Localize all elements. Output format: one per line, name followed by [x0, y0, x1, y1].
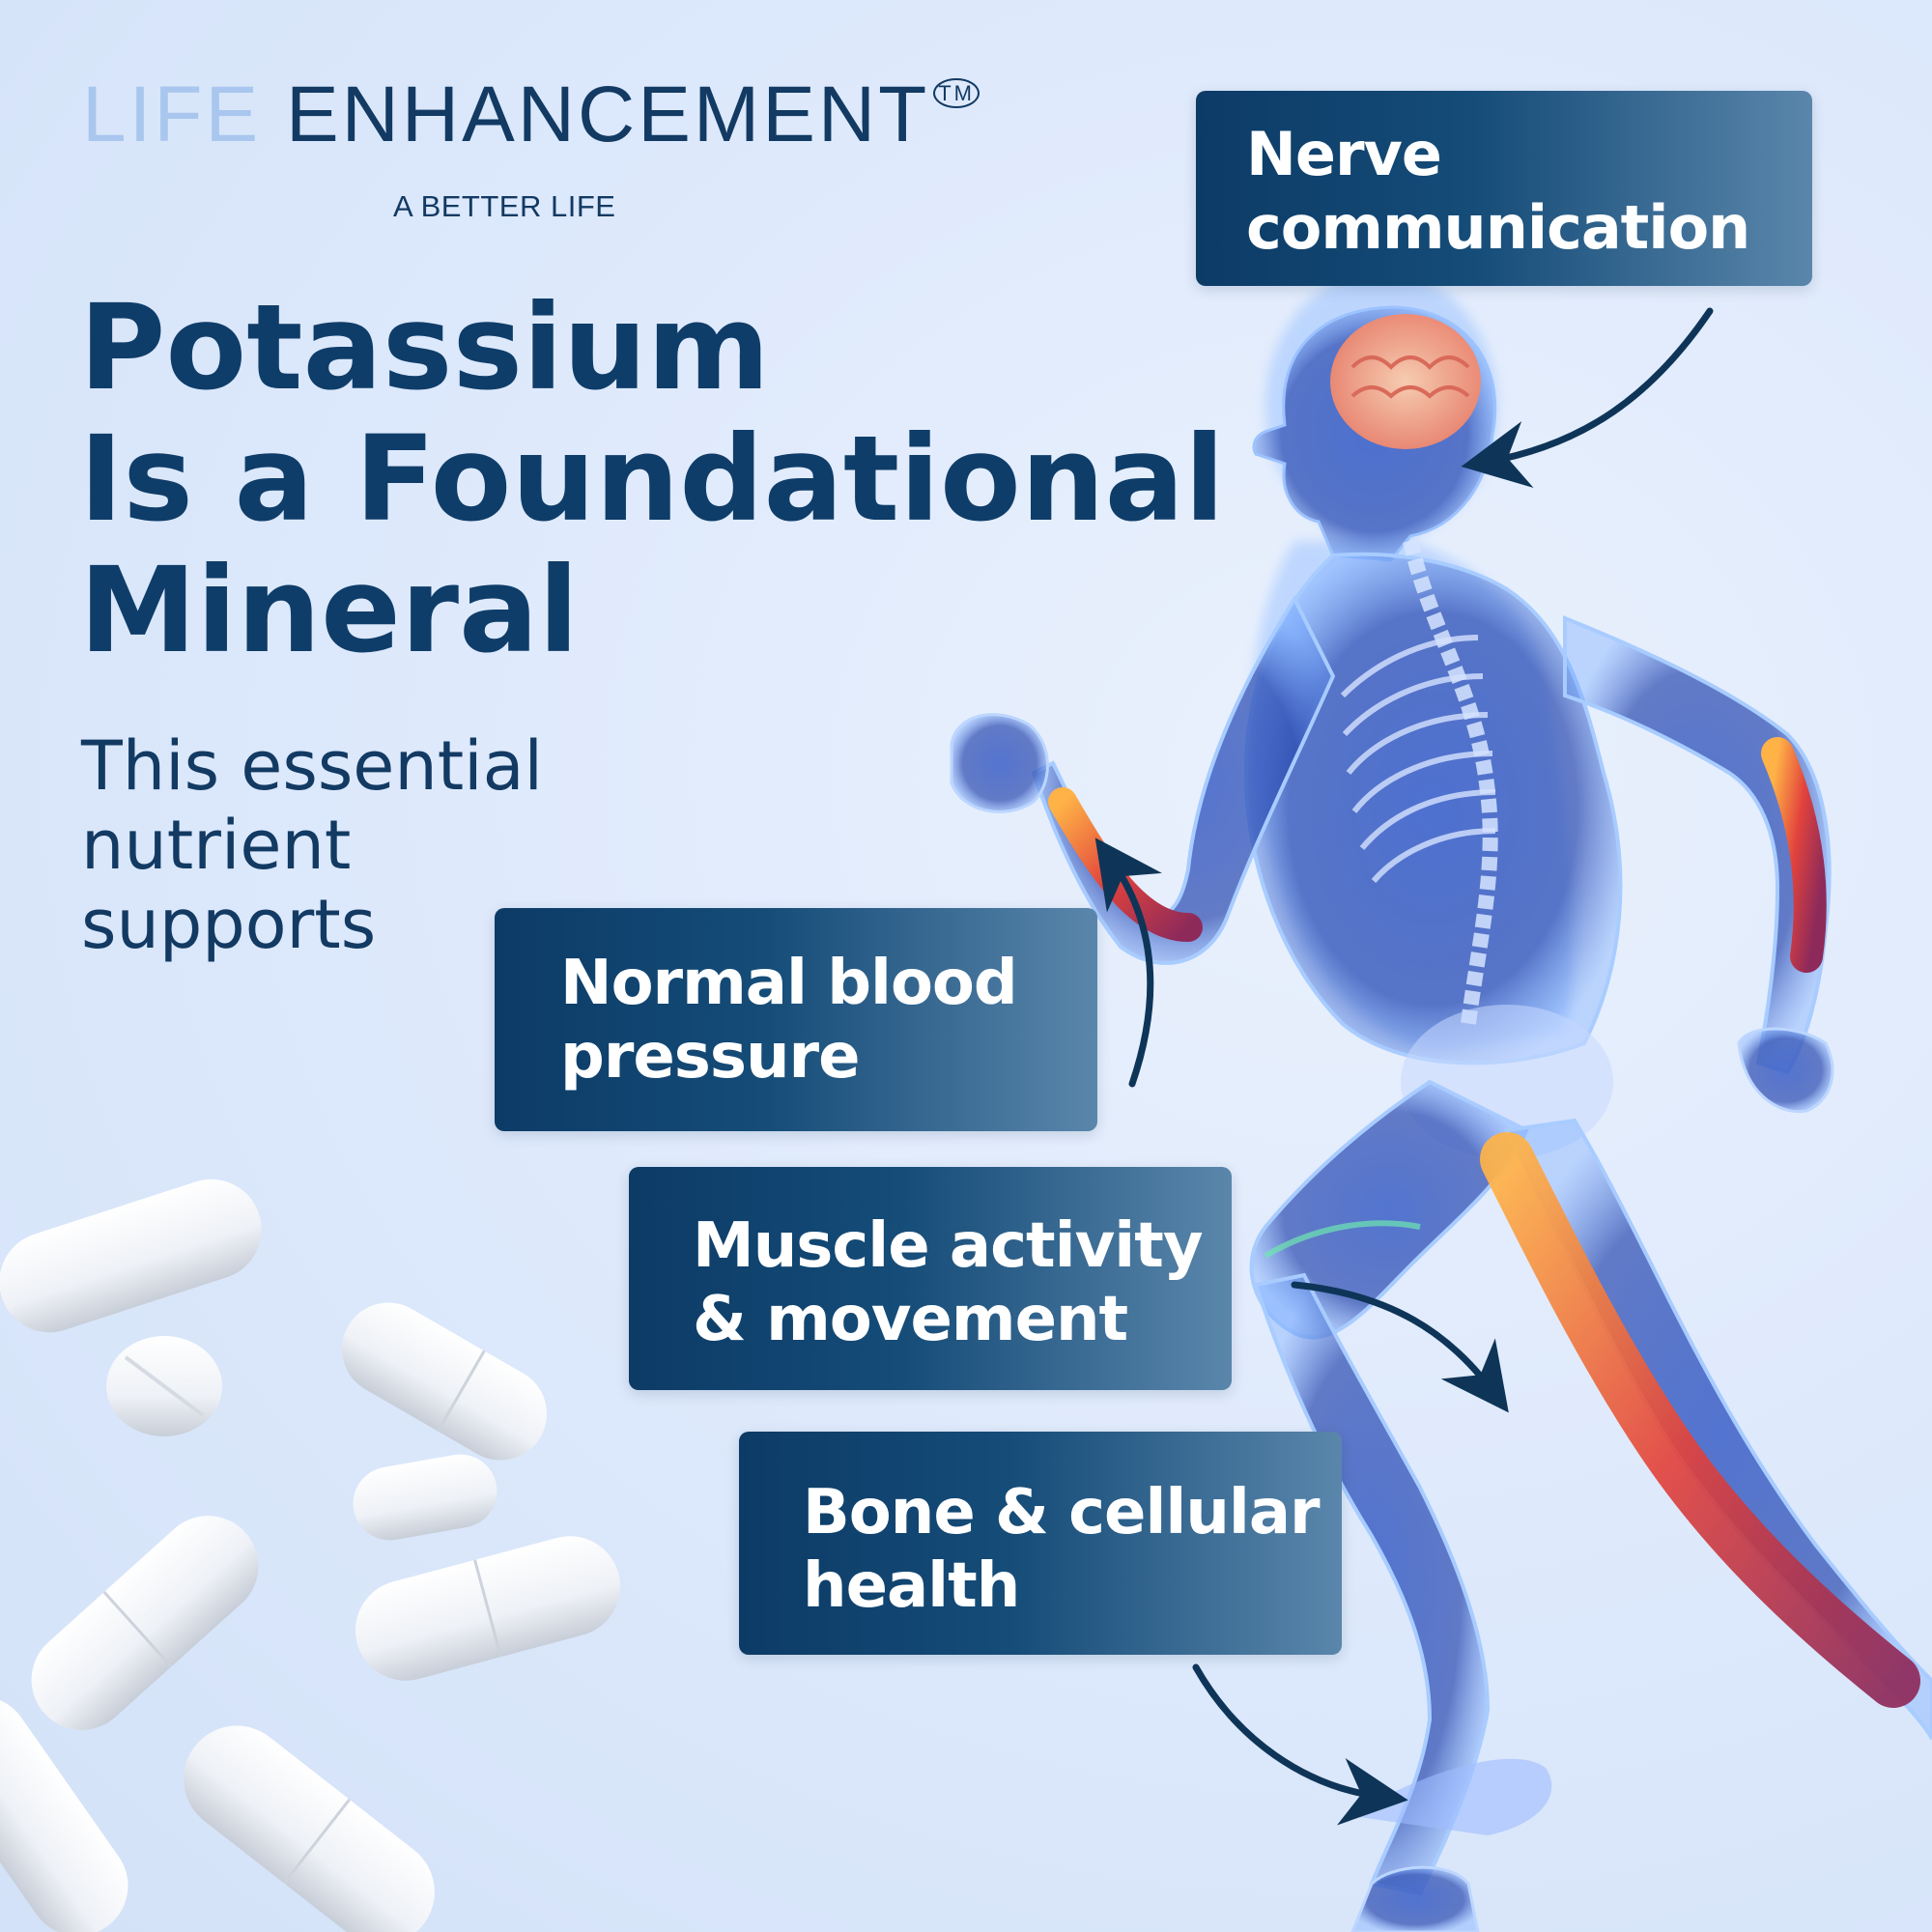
arrow-bone [1192, 1663, 1408, 1826]
callout-line-1: Bone & cellular [803, 1477, 1321, 1548]
callout-line-2: communication [1246, 192, 1750, 263]
subtext-line-2: nutrient [81, 806, 352, 885]
callout-nerve-communication: Nerve communication [1196, 91, 1812, 286]
page-headline: Potassium Is a Foundational Mineral [79, 282, 1238, 676]
callout-line-1: Muscle activity [693, 1210, 1204, 1282]
arrow-blood [1094, 838, 1162, 1088]
brand-tagline: A BETTER LIFE [393, 189, 616, 223]
headline-line-1: Potassium [79, 279, 770, 416]
subtext-line-3: supports [81, 885, 377, 964]
trademark-symbol: TM [933, 78, 980, 108]
headline-line-2: Is a Foundational [79, 411, 1225, 548]
callout-text: Normal blood pressure [560, 947, 1018, 1094]
callout-arrows [1094, 307, 1714, 1826]
callout-blood-pressure: Normal blood pressure [495, 908, 1097, 1131]
callout-text: Bone & cellular health [803, 1476, 1321, 1623]
callout-text: Muscle activity & movement [693, 1209, 1204, 1356]
callout-line-2: health [803, 1550, 1020, 1622]
callout-line-2: & movement [693, 1284, 1128, 1355]
white-capsules [0, 1179, 621, 1932]
callout-line-1: Nerve [1246, 119, 1442, 189]
callout-text: Nerve communication [1246, 118, 1750, 265]
brand-name-part2: ENHANCEMENT [285, 71, 930, 158]
callout-line-1: Normal blood [560, 948, 1018, 1019]
callout-bone-cellular-health: Bone & cellular health [739, 1432, 1342, 1655]
subtext-line-1: This essential [81, 726, 543, 806]
arrow-nerve [1461, 307, 1714, 488]
headline-line-3: Mineral [79, 542, 580, 679]
callout-line-2: pressure [560, 1021, 860, 1093]
subtext: This essential nutrient supports [81, 726, 661, 964]
arrow-muscle [1291, 1281, 1509, 1413]
brand-name-part1: LIFE [82, 71, 262, 158]
callout-muscle-activity: Muscle activity & movement [629, 1167, 1232, 1390]
